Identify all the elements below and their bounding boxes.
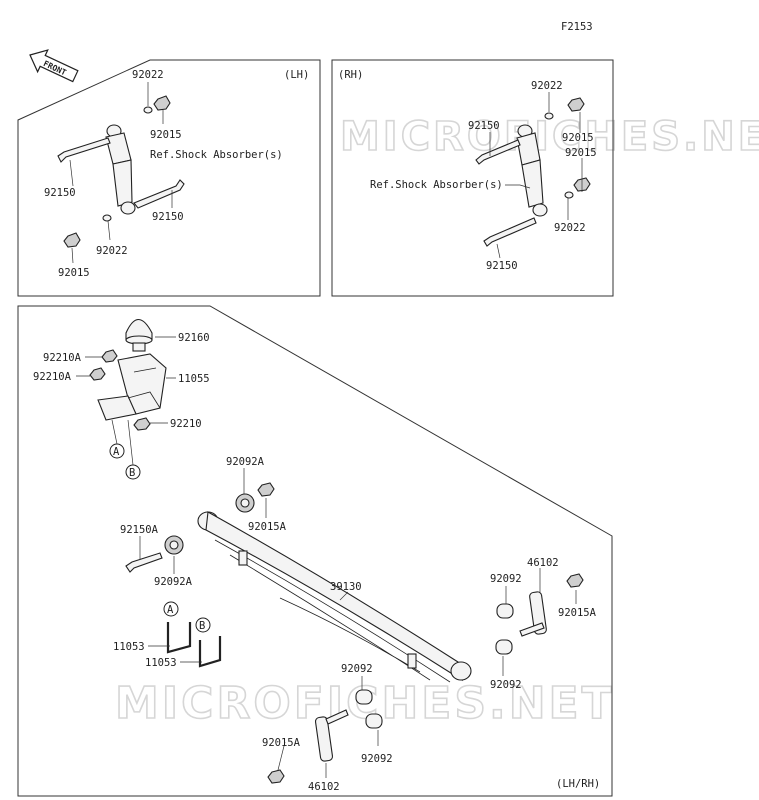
- panel-main: (LH/RH): [17, 305, 613, 797]
- bracket-11055: [97, 353, 167, 421]
- nut-92015-lh-upper: [153, 95, 171, 111]
- label-main-92150a: 92150A: [120, 524, 159, 536]
- nut-92210a-lower: [89, 367, 106, 381]
- label-main-11055: 11055: [178, 373, 210, 385]
- label-main-92092-b: 92092: [341, 663, 373, 675]
- label-lh-92015-bottom: 92015: [58, 267, 90, 279]
- label-main-92015a-right: 92015A: [558, 607, 597, 619]
- panel-rh: (RH) 92022 92150 92015 92015 Ref.Shock A…: [331, 59, 614, 297]
- label-main-92092-a: 92092: [490, 573, 522, 585]
- bolt-92150a: [125, 552, 163, 573]
- ref-circle-b-bottom: [195, 617, 211, 633]
- label-main-circle-b-bottom: B: [199, 620, 205, 632]
- label-rh-92015-b: 92015: [565, 147, 597, 159]
- label-lh-ref-shock: Ref.Shock Absorber(s): [150, 149, 283, 161]
- front-arrow-icon: FRONT: [29, 49, 79, 83]
- label-main-92210a-1: 92210A: [43, 352, 82, 364]
- nut-92015a-upper: [257, 482, 275, 497]
- bushing-92092-a: [496, 603, 514, 619]
- label-rh-ref-shock: Ref.Shock Absorber(s): [370, 179, 503, 191]
- label-rh-92015-a: 92015: [562, 132, 594, 144]
- label-main-92015a-top: 92015A: [248, 521, 287, 533]
- label-rh-92150-bottom: 92150: [486, 260, 518, 272]
- bushing-92092-c: [355, 689, 373, 705]
- panel-lh-frame: [17, 59, 321, 297]
- bushing-92092a-upper: [235, 493, 255, 513]
- panel-main-tag: (LH/RH): [556, 778, 600, 790]
- label-main-11053-a: 11053: [113, 641, 145, 653]
- panel-rh-tag: (RH): [338, 69, 363, 81]
- label-main-92092-d: 92092: [361, 753, 393, 765]
- washer-92022-rh-upper: [544, 112, 554, 120]
- bushing-92092-b: [495, 639, 513, 655]
- panel-main-frame: [17, 305, 613, 797]
- label-rh-92022-bottom: 92022: [554, 222, 586, 234]
- label-lh-92150-right: 92150: [152, 211, 184, 223]
- label-main-46102-top: 46102: [527, 557, 559, 569]
- shackle-46102-lower: [314, 709, 349, 762]
- label-main-92160: 92160: [178, 332, 210, 344]
- panel-rh-frame: [331, 59, 614, 297]
- label-main-92210: 92210: [170, 418, 202, 430]
- bushing-92092-d: [365, 713, 383, 729]
- nut-92210: [133, 417, 151, 431]
- shackle-46102-upper: [519, 591, 547, 637]
- nut-92015-rh-upper: [567, 97, 585, 112]
- u-bolt-11053-a: [166, 622, 192, 654]
- panel-lh: (LH) 92022 92015 Ref.Shock Absorber(s) 9…: [17, 59, 321, 297]
- label-main-circle-a-top: A: [113, 446, 120, 458]
- label-main-92092a-top: 92092A: [226, 456, 265, 468]
- label-lh-92022-bottom: 92022: [96, 245, 128, 257]
- bolt-92150-lh-lower: [133, 179, 185, 209]
- u-bolt-11053-b: [198, 636, 222, 668]
- label-lh-92015-top: 92015: [150, 129, 182, 141]
- figure-code: F2153: [561, 21, 593, 33]
- nut-92210a-upper: [101, 349, 118, 363]
- label-main-46102-bottom: 46102: [308, 781, 340, 793]
- bolt-92150-rh-upper: [475, 139, 521, 165]
- label-main-92015a-bottom: 92015A: [262, 737, 301, 749]
- bump-stop-92160: [125, 318, 153, 352]
- washer-92022-lh-lower: [102, 214, 112, 222]
- label-main-11053-b: 11053: [145, 657, 177, 669]
- label-lh-92022-top: 92022: [132, 69, 164, 81]
- nut-92015a-bottom: [267, 769, 285, 784]
- bolt-92150-lh-upper: [57, 137, 111, 163]
- panel-lh-tag: (LH): [284, 69, 309, 81]
- label-main-39130: 39130: [330, 581, 362, 593]
- leaf-spring-39130: [197, 511, 472, 683]
- label-main-circle-a-bottom: A: [167, 604, 174, 616]
- label-main-92092a-bottom: 92092A: [154, 576, 193, 588]
- ref-circle-a-bottom: [163, 601, 179, 617]
- watermark-top: MICROFICHES.NET: [340, 114, 759, 160]
- shock-absorber-lh: [105, 124, 136, 215]
- washer-92022-rh-lower: [564, 191, 574, 199]
- label-rh-92150-top: 92150: [468, 120, 500, 132]
- label-lh-92150-left: 92150: [44, 187, 76, 199]
- bushing-92092a-lower: [164, 535, 184, 555]
- nut-92015a-right: [566, 573, 584, 588]
- shock-absorber-rh: [516, 124, 548, 217]
- bolt-92150-rh-lower: [483, 217, 537, 247]
- label-rh-92022-top: 92022: [531, 80, 563, 92]
- washer-92022-lh-upper: [143, 106, 153, 114]
- label-main-92210a-2: 92210A: [33, 371, 72, 383]
- label-main-92092-c: 92092: [490, 679, 522, 691]
- nut-92015-lh-lower: [63, 232, 81, 248]
- label-main-circle-b-top: B: [129, 467, 135, 479]
